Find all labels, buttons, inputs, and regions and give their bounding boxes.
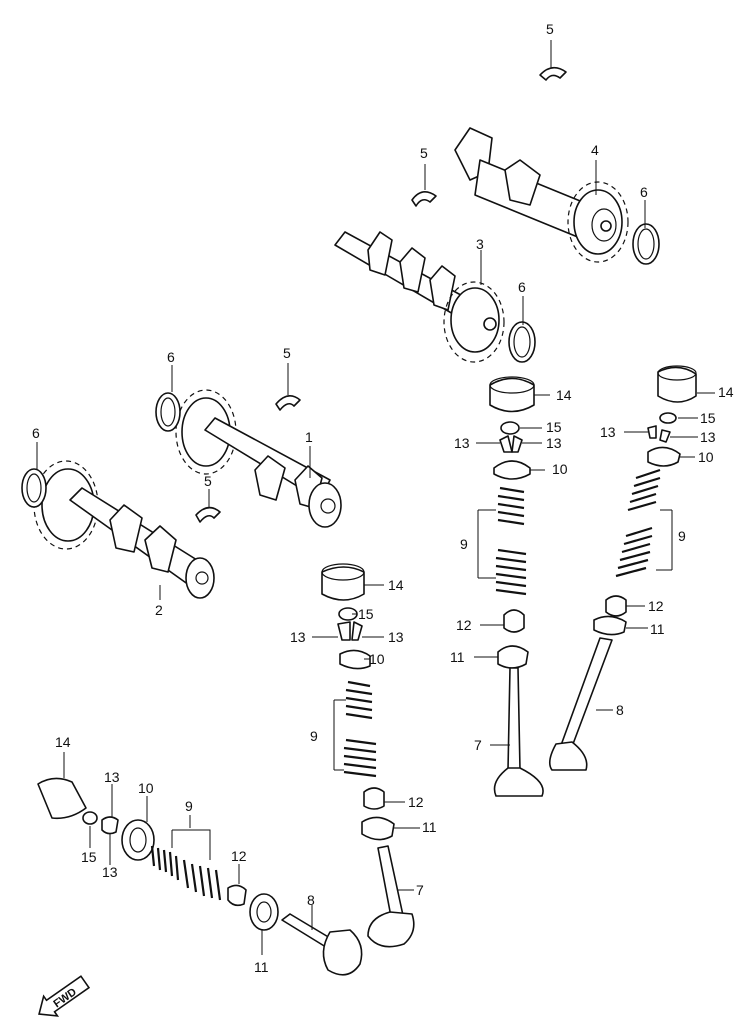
callout-14: 14 [718, 384, 734, 400]
callout-13: 13 [290, 629, 306, 645]
callout-12: 12 [408, 794, 424, 810]
callout-11: 11 [254, 959, 269, 975]
callout-10: 10 [552, 461, 568, 477]
callout-labels: 5 4 5 6 3 6 5 6 1 6 5 2 14 15 13 13 10 9… [32, 21, 734, 975]
callout-9: 9 [310, 728, 318, 744]
camshaft-3 [334, 231, 505, 363]
leader-lines [36, 40, 715, 955]
callout-6: 6 [167, 349, 175, 365]
callout-9: 9 [185, 798, 193, 814]
callout-8: 8 [616, 702, 624, 718]
callout-10: 10 [369, 651, 385, 667]
clip-5-top [539, 66, 567, 81]
callout-7: 7 [416, 882, 424, 898]
callout-15: 15 [81, 849, 97, 865]
callout-12: 12 [456, 617, 472, 633]
callout-15: 15 [358, 606, 374, 622]
callout-5: 5 [420, 145, 428, 161]
callout-13: 13 [104, 769, 120, 785]
valve-assembly-far-right [548, 365, 697, 771]
callout-11: 11 [422, 819, 437, 835]
valve-assembly-right-center [489, 376, 544, 797]
callout-8: 8 [307, 892, 315, 908]
callout-11: 11 [450, 649, 465, 665]
camshaft-2 [33, 460, 215, 599]
callout-9: 9 [460, 536, 468, 552]
valve-assembly-center [321, 563, 415, 948]
callout-6: 6 [32, 425, 40, 441]
callout-4: 4 [591, 142, 599, 158]
clip-5-low [195, 506, 221, 523]
callout-15: 15 [546, 419, 562, 435]
callout-13: 13 [600, 424, 616, 440]
callout-10: 10 [698, 449, 714, 465]
callout-15: 15 [700, 410, 716, 426]
callout-5: 5 [546, 21, 554, 37]
callout-2: 2 [155, 602, 163, 618]
callout-6: 6 [518, 279, 526, 295]
callout-13: 13 [546, 435, 562, 451]
callout-14: 14 [55, 734, 71, 750]
fwd-arrow: FWD [38, 975, 91, 1017]
callout-6: 6 [640, 184, 648, 200]
callout-12: 12 [231, 848, 247, 864]
callout-14: 14 [388, 577, 404, 593]
callout-13: 13 [700, 429, 716, 445]
callout-11: 11 [650, 621, 665, 637]
callout-13: 13 [454, 435, 470, 451]
callout-14: 14 [556, 387, 572, 403]
camshaft-4 [454, 127, 629, 263]
circlip-6-left1 [155, 392, 181, 432]
callout-3: 3 [476, 236, 484, 252]
circlip-6-mid [508, 321, 536, 363]
circlip-6-top [632, 223, 660, 265]
valve-assembly-lower-left [37, 777, 363, 976]
circlip-6-left2 [21, 468, 47, 508]
callout-9: 9 [678, 528, 686, 544]
callout-13: 13 [102, 864, 118, 880]
callout-10: 10 [138, 780, 154, 796]
callout-12: 12 [648, 598, 664, 614]
clip-5-upper [411, 191, 437, 207]
clip-5-mid [275, 395, 301, 411]
fwd-arrow-icon [38, 975, 91, 1017]
callout-13: 13 [388, 629, 404, 645]
callout-7: 7 [474, 737, 482, 753]
callout-5: 5 [283, 345, 291, 361]
callout-5: 5 [204, 473, 212, 489]
camshaft-1 [175, 389, 342, 528]
callout-1: 1 [305, 429, 313, 445]
